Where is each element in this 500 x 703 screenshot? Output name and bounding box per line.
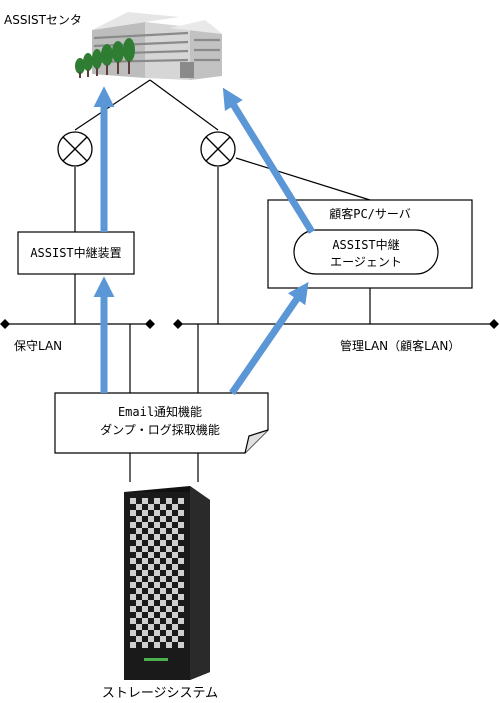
agent-label-line2: エージェント <box>330 255 402 269</box>
relay-device-box: ASSIST中継装置 <box>17 231 135 275</box>
customer-pc-label: 顧客PC/サーバ <box>329 206 411 221</box>
flow-arrow-agent-to-center <box>222 87 315 234</box>
center-label: ASSISTセンタ <box>4 13 82 27</box>
connection-lines <box>5 79 495 482</box>
data-flow-arrows <box>93 86 315 395</box>
router-cross-icon <box>200 131 236 167</box>
storage-label: ストレージシステム <box>102 686 218 701</box>
router-cross-icon <box>57 131 93 167</box>
function-label-line2: ダンプ・ログ採取機能 <box>100 422 220 437</box>
lan-endpoints <box>0 319 499 329</box>
agent-label-line1: ASSIST中継 <box>332 237 399 252</box>
maintenance-lan-label: 保守LAN <box>14 339 62 353</box>
function-note: Email通知機能 ダンプ・ログ採取機能 <box>54 392 269 454</box>
relay-device-label: ASSIST中継装置 <box>30 245 121 260</box>
office-building-icon <box>75 12 222 80</box>
management-lan-label: 管理LAN（顧客LAN） <box>340 338 460 353</box>
function-label-line1: Email通知機能 <box>118 404 202 419</box>
storage-rack-icon <box>124 486 210 680</box>
flow-arrow-storage-to-agent <box>229 281 309 395</box>
